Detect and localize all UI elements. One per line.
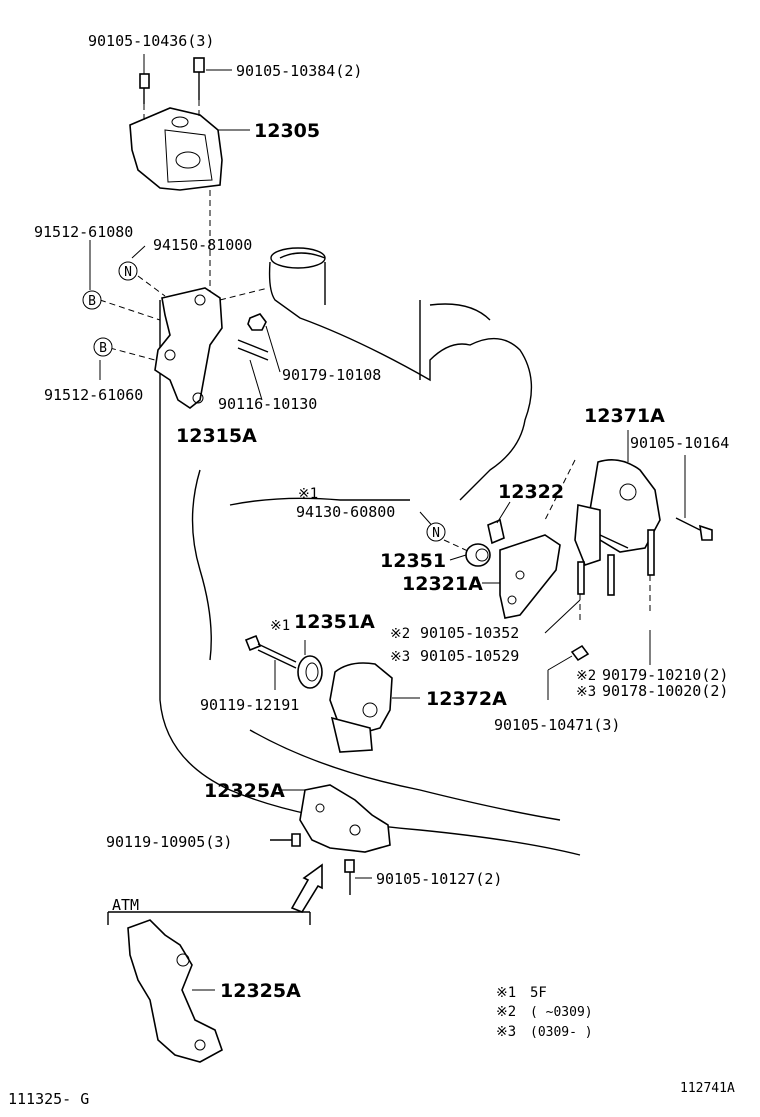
figure-code: 111325- G — [8, 1090, 89, 1108]
stud-bolt — [237, 339, 269, 361]
legend-text-1: 5F — [530, 985, 547, 1001]
callout-90105-10352: 90105-10352 — [420, 624, 519, 642]
legend-mark-3: ※3 — [496, 1024, 516, 1040]
note-mark-1: ※1 — [298, 486, 318, 502]
callout-94130-60800: 94130-60800 — [296, 503, 395, 521]
stopper-cushion — [465, 543, 491, 567]
callout-90105-10471: 90105-10471(3) — [494, 716, 620, 734]
leader-lines — [89, 54, 686, 991]
atm-bracket — [107, 911, 311, 1063]
circle-b-2: B — [93, 337, 113, 357]
svg-text:B: B — [88, 294, 96, 309]
callout-91512-61060: 91512-61060 — [44, 386, 143, 404]
circle-b-1: B — [82, 290, 102, 310]
callout-90178-10020: 90178-10020(2) — [602, 682, 728, 700]
callout-12372a: 12372A — [426, 688, 507, 710]
callout-12305: 12305 — [254, 120, 320, 142]
callout-90119-10905: 90119-10905(3) — [106, 833, 232, 851]
long-bolt — [244, 634, 297, 669]
illustration-number: 112741A — [680, 1081, 735, 1096]
svg-text:N: N — [432, 526, 440, 541]
svg-text:B: B — [99, 341, 107, 356]
bolt-upper-left — [139, 73, 150, 122]
bracket-bolt-left — [270, 833, 301, 847]
callout-90105-10529: 90105-10529 — [420, 647, 519, 665]
note-mark-6: ※3 — [576, 684, 596, 700]
callout-90179-10108: 90179-10108 — [282, 366, 381, 384]
engine-mount-upper — [129, 107, 223, 300]
nut — [247, 313, 267, 331]
callout-90105-10164: 90105-10164 — [630, 434, 729, 452]
callout-12322: 12322 — [498, 481, 564, 503]
callout-90116-10130: 90116-10130 — [218, 395, 317, 413]
engine-mount-rear — [544, 459, 661, 615]
transaxle-bracket — [299, 784, 391, 853]
legend-mark-2: ※2 — [496, 1004, 516, 1020]
callout-12325a: 12325A — [204, 780, 285, 802]
rear-mount-bolt — [675, 517, 713, 541]
callout-90179-10210: 90179-10210(2) — [602, 666, 728, 684]
svg-text:N: N — [124, 265, 132, 280]
engine-mount-bracket — [154, 287, 269, 409]
note-mark-4: ※3 — [390, 649, 410, 665]
note-mark-3: ※2 — [390, 626, 410, 642]
callout-12315a: 12315A — [176, 425, 257, 447]
legend: ※1 5F ※2 ( ~0309) ※3 (0309- ) — [496, 985, 593, 1040]
note-mark-5: ※2 — [576, 668, 596, 684]
cushion-12351a — [297, 655, 323, 689]
callout-90119-12191: 90119-12191 — [200, 696, 299, 714]
callout-90105-10436: 90105-10436(3) — [88, 32, 214, 50]
direction-arrow — [290, 863, 323, 913]
callout-90105-10127: 90105-10127(2) — [376, 870, 502, 888]
callout-94150-81000: 94150-81000 — [153, 236, 252, 254]
callout-12371a: 12371A — [584, 405, 665, 427]
callout-12351a: 12351A — [294, 611, 375, 633]
callout-12325a-atm: 12325A — [220, 980, 301, 1002]
atm-label: ATM — [112, 896, 139, 914]
legend-mark-1: ※1 — [496, 985, 516, 1001]
callout-12351: 12351 — [380, 550, 446, 572]
stopper-plate — [487, 518, 505, 545]
callout-12321a: 12321A — [402, 573, 483, 595]
circle-n-2: N — [426, 522, 446, 542]
note-mark-2: ※1 — [270, 618, 290, 634]
bracket-bolt-lower — [344, 859, 355, 895]
left-mount-bracket — [499, 534, 561, 619]
legend-text-3: (0309- ) — [530, 1025, 593, 1040]
circle-n-1: N — [118, 261, 138, 281]
left-mount-bolt — [577, 561, 585, 620]
bolt-upper-right — [193, 57, 205, 118]
callout-91512-61080: 91512-61080 — [34, 223, 133, 241]
engine-mount-front — [329, 662, 393, 753]
callout-90105-10384: 90105-10384(2) — [236, 62, 362, 80]
legend-text-2: ( ~0309) — [530, 1005, 593, 1020]
small-bolt — [570, 644, 590, 662]
